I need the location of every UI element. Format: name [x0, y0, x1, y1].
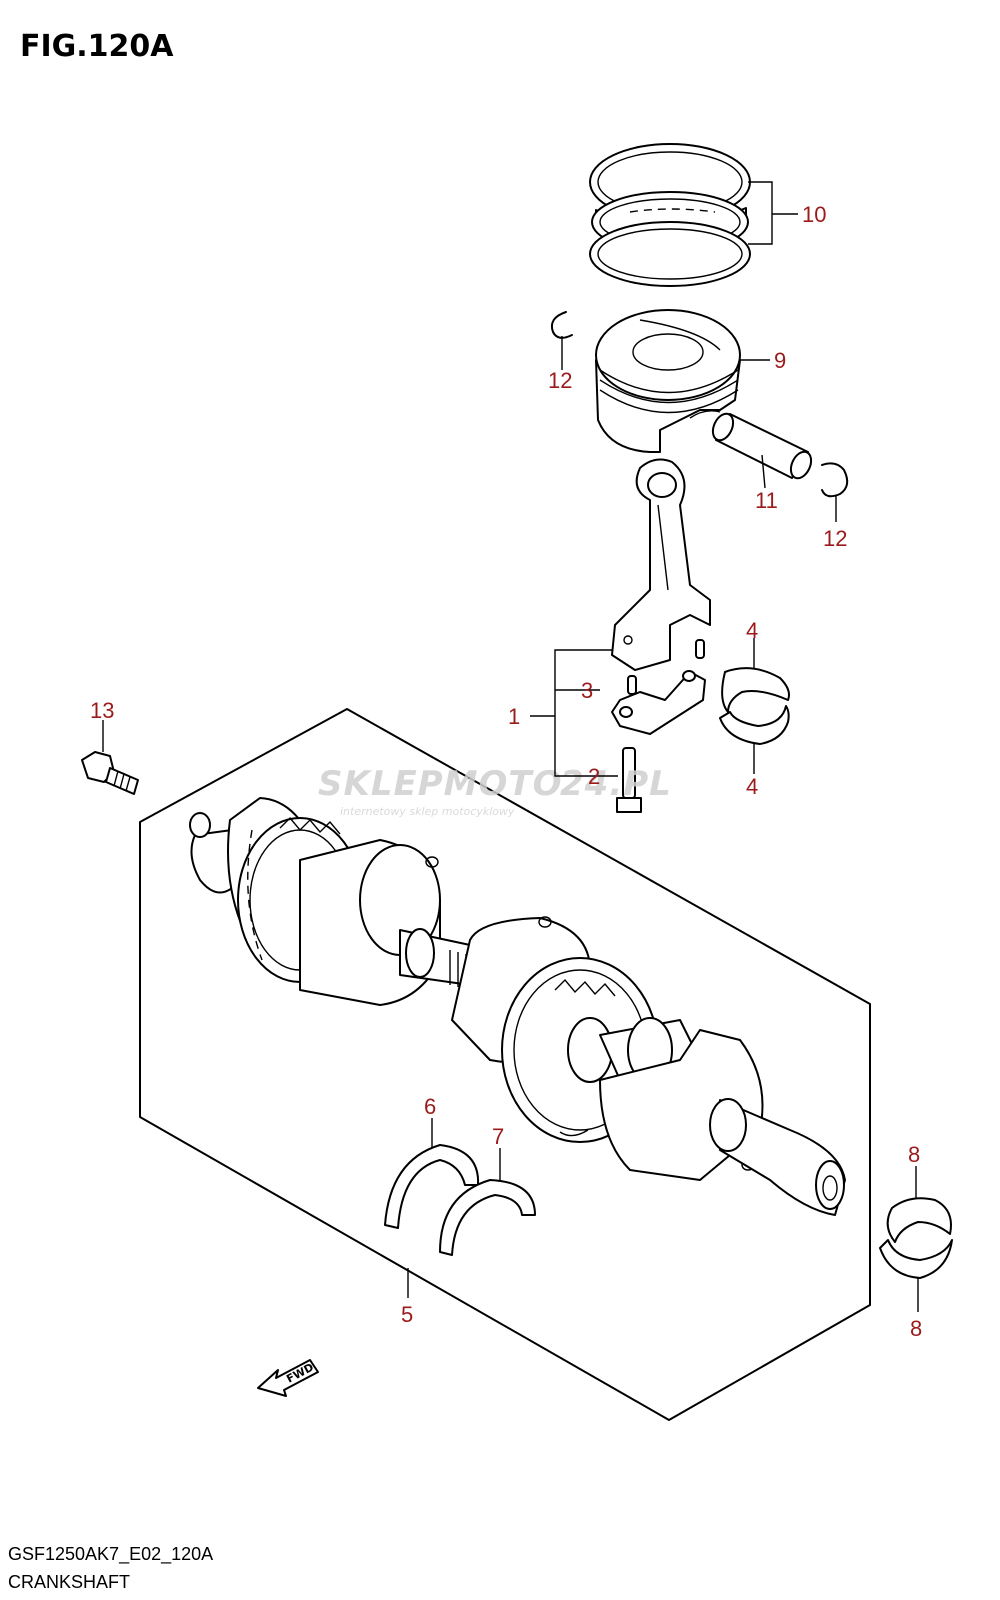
callout-4-bottom: 4 [746, 774, 758, 799]
callout-12-left: 12 [548, 368, 572, 393]
callout-13: 13 [90, 698, 114, 723]
watermark: SKLEPMOTO 24.PL internetowy sklep motocy… [318, 764, 672, 818]
callout-11: 11 [755, 488, 778, 513]
callout-8-top: 8 [908, 1142, 920, 1167]
fwd-arrow: FWD [257, 1359, 319, 1397]
piston-pin [711, 412, 813, 480]
watermark-brand-a: SKLEPMOTO [318, 764, 562, 804]
rod-bolt [616, 747, 642, 813]
leader-lines [102, 181, 919, 1312]
watermark-tagline: internetowy sklep motocyklowy [340, 805, 515, 818]
connecting-rod [611, 458, 711, 671]
callout-12-right: 12 [823, 526, 847, 551]
thrust-bearing-lower [439, 1179, 536, 1256]
callout-1: 1 [508, 704, 520, 729]
callouts: 10 9 12 11 12 4 3 1 2 4 13 6 7 5 8 8 [90, 202, 922, 1341]
crankshaft-group-frame [139, 708, 871, 1421]
watermark-brand-b: 24.PL [560, 764, 672, 804]
callout-6: 6 [424, 1094, 436, 1119]
piston [595, 309, 741, 453]
callout-8-bottom: 8 [910, 1316, 922, 1341]
callout-3: 3 [581, 678, 593, 703]
callout-9: 9 [774, 348, 786, 373]
piston-rings [589, 143, 751, 287]
circlip-left [550, 311, 573, 339]
callout-7: 7 [492, 1124, 504, 1149]
figure-code: GSF1250AK7_E02_120A [8, 1544, 213, 1565]
crankshaft [189, 797, 846, 1216]
callout-4-top: 4 [746, 618, 758, 643]
conrod-bearing [719, 667, 790, 745]
figure-name: CRANKSHAFT [8, 1572, 130, 1592]
rod-cap [611, 670, 706, 735]
callout-10: 10 [802, 202, 826, 227]
figure-title: FIG.120A [20, 29, 174, 64]
circlip-right [821, 462, 849, 498]
bolt [81, 751, 139, 795]
callout-2: 2 [588, 764, 600, 789]
main-bearing [879, 1197, 953, 1279]
callout-5: 5 [401, 1302, 413, 1327]
